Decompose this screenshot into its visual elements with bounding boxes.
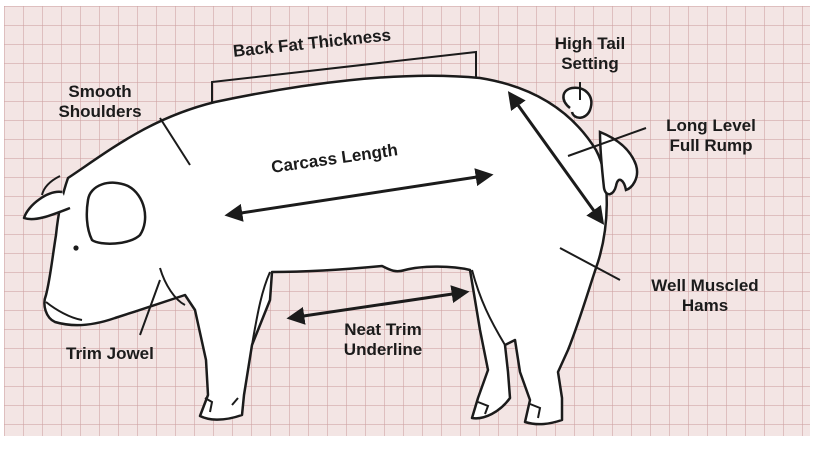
hams-line1: Well Muscled	[630, 276, 780, 296]
long-level-line1: Long Level	[646, 116, 776, 136]
smooth-line2: Shoulders	[50, 102, 150, 122]
underline-arrow	[290, 292, 466, 318]
long-level-line2: Full Rump	[646, 136, 776, 156]
smooth-line1: Smooth	[50, 82, 150, 102]
well-muscled-hams-label: Well Muscled Hams	[630, 276, 780, 316]
ear-outline	[87, 183, 145, 244]
high-tail-setting-label: High Tail Setting	[540, 34, 640, 74]
pig-body-outline	[44, 76, 606, 424]
hams-line2: Hams	[630, 296, 780, 316]
neat-trim-underline-label: Neat Trim Underline	[328, 320, 438, 360]
smooth-shoulders-label: Smooth Shoulders	[50, 82, 150, 122]
long-level-full-rump-label: Long Level Full Rump	[646, 116, 776, 156]
high-tail-line2: Setting	[540, 54, 640, 74]
trim-jowel-label: Trim Jowel	[66, 344, 154, 364]
tail-curl	[563, 88, 591, 118]
eye	[73, 245, 78, 250]
neat-line2: Underline	[328, 340, 438, 360]
neat-line1: Neat Trim	[328, 320, 438, 340]
high-tail-line1: High Tail	[540, 34, 640, 54]
rump-tuft	[600, 132, 637, 194]
